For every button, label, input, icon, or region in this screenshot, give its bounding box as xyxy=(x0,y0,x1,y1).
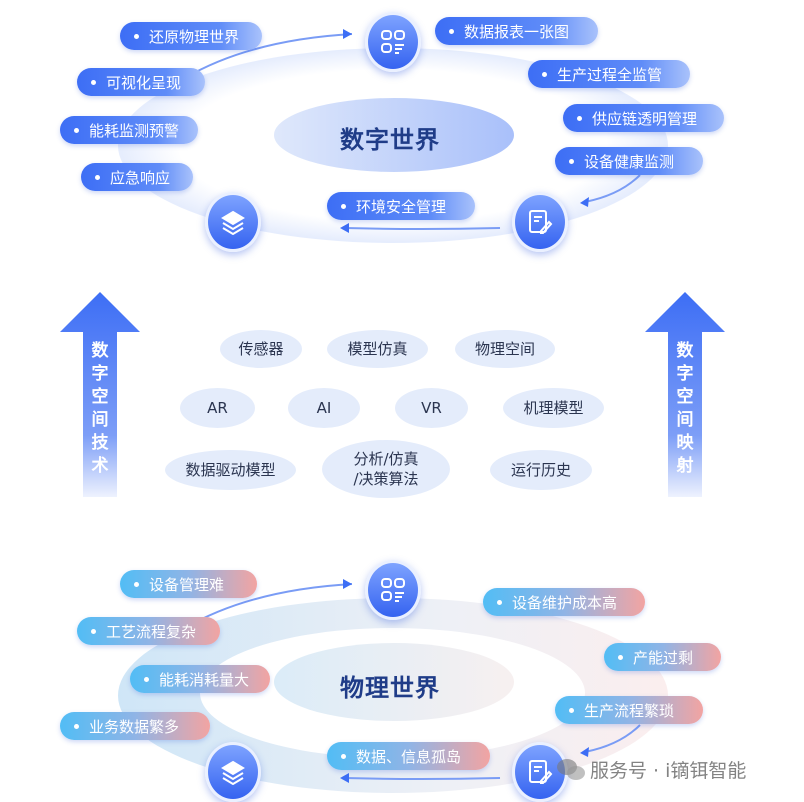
digital-space-technology-arrow: 数字空间技术 xyxy=(60,292,140,497)
tech-bubble: 数据驱动模型 xyxy=(165,450,296,490)
digital-item: 可视化呈现 xyxy=(77,68,205,96)
tech-bubble: 模型仿真 xyxy=(327,330,428,368)
tech-bubble: 物理空间 xyxy=(455,330,555,368)
tech-bubble: 传感器 xyxy=(220,330,302,368)
left-arrow-label: 数字空间技术 xyxy=(91,341,109,476)
physical-item: 生产流程繁琐 xyxy=(555,696,703,724)
physical-item: 工艺流程复杂 xyxy=(77,617,220,645)
digital-item: 生产过程全监管 xyxy=(528,60,690,88)
digital-item: 数据报表一张图 xyxy=(435,17,598,45)
physical-item: 能耗消耗量大 xyxy=(130,665,270,693)
watermark: 服务号 · i镝铒智能 xyxy=(556,756,746,783)
edit-document-icon xyxy=(512,192,568,252)
digital-item: 供应链透明管理 xyxy=(563,104,724,132)
physical-core xyxy=(274,643,514,721)
tech-bubble: 机理模型 xyxy=(503,388,604,428)
right-arrow-label: 数字空间映射 xyxy=(676,341,694,476)
digital-item: 环境安全管理 xyxy=(327,192,475,220)
tech-bubble: 运行历史 xyxy=(490,450,592,490)
digital-item: 还原物理世界 xyxy=(120,22,262,50)
physical-item: 设备管理难 xyxy=(120,570,257,598)
physical-item: 产能过剩 xyxy=(604,643,721,671)
digital-world-title: 数字世界 xyxy=(340,126,440,154)
digital-item: 设备健康监测 xyxy=(555,147,703,175)
physical-item: 业务数据繁多 xyxy=(60,712,210,740)
digital-core xyxy=(274,98,514,172)
cycle-arrows-top xyxy=(184,29,641,233)
layers-icon xyxy=(205,742,261,802)
tech-bubble: VR xyxy=(395,388,468,428)
digital-item: 能耗监测预警 xyxy=(60,116,198,144)
tech-bubble: AR xyxy=(180,388,255,428)
tech-bubble: 分析/仿真 /决策算法 xyxy=(322,440,450,498)
physical-world-title: 物理世界 xyxy=(340,674,440,702)
layers-icon xyxy=(205,192,261,252)
digital-item: 应急响应 xyxy=(81,163,193,191)
tech-bubble: AI xyxy=(288,388,360,428)
physical-item: 设备维护成本高 xyxy=(483,588,645,616)
grid-list-icon xyxy=(365,12,421,72)
grid-list-icon xyxy=(365,560,421,620)
digital-space-mapping-arrow: 数字空间映射 xyxy=(645,292,725,497)
wechat-icon xyxy=(557,758,585,780)
physical-item: 数据、信息孤岛 xyxy=(327,742,490,770)
